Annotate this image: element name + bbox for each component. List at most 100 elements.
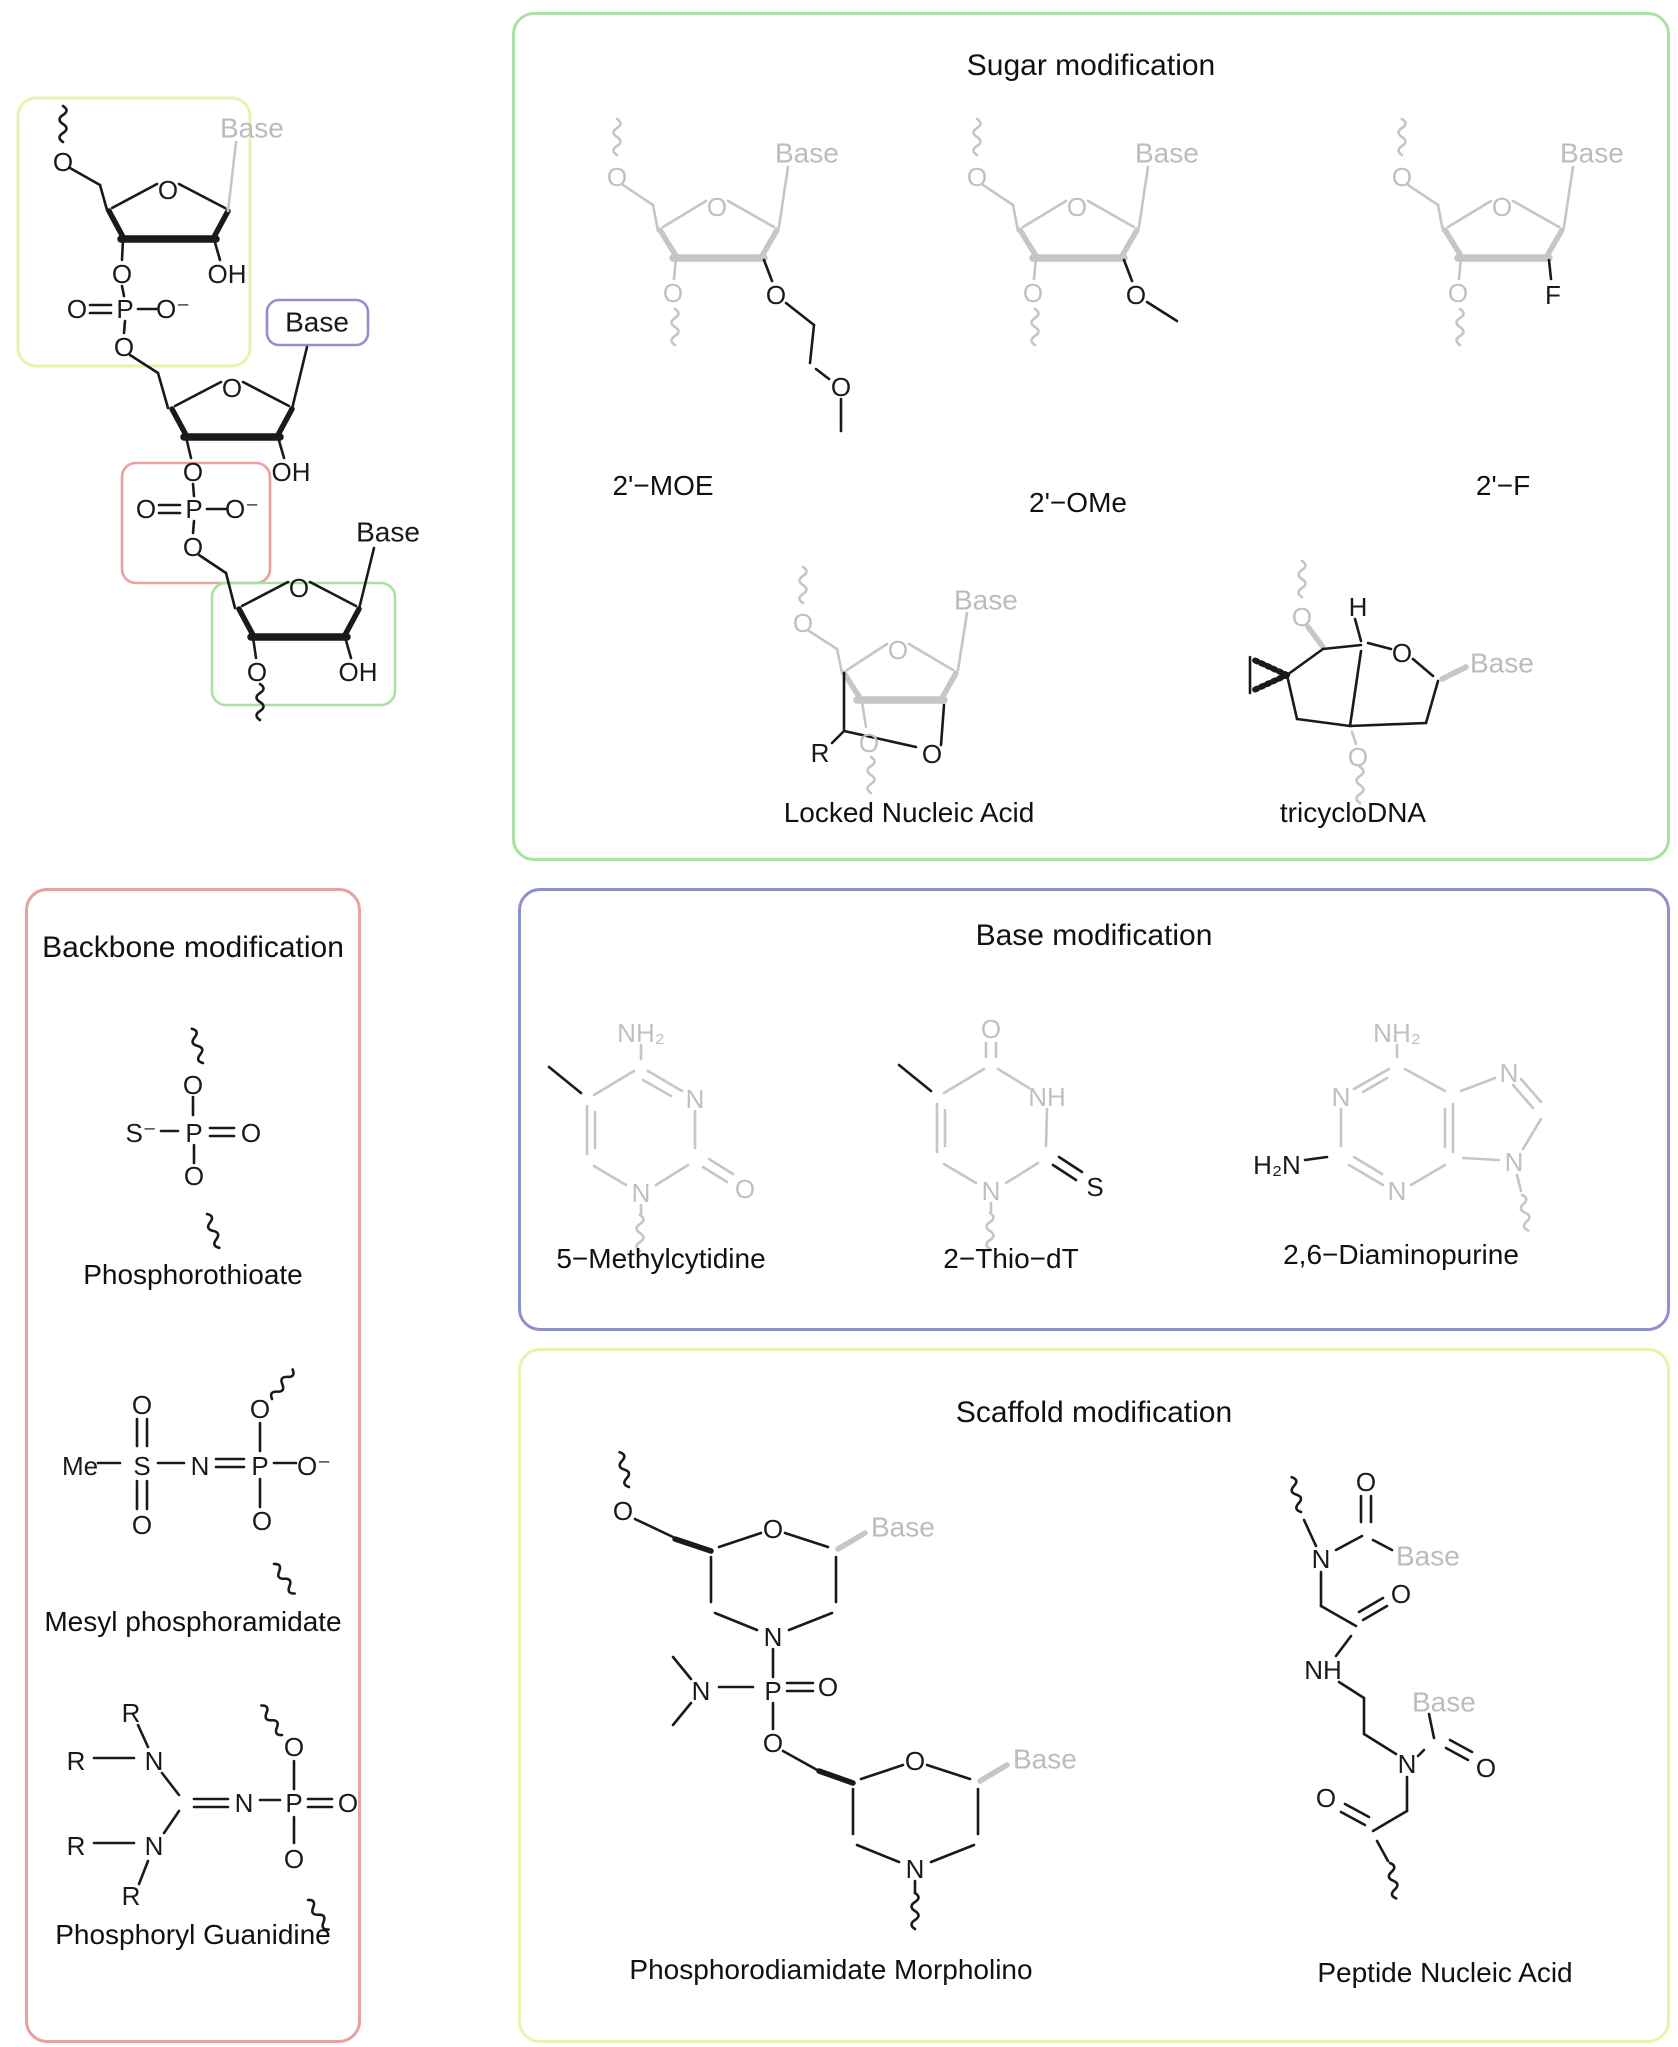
atom-R: R [67,1831,86,1861]
structure-2-ome: O O Base O O [967,117,1199,347]
label-5-methylcytidine: 5−Methylcytidine [556,1243,766,1274]
bond-lines [1248,559,1469,805]
atom-O: O [818,1672,838,1702]
atom-O: O [183,1070,203,1100]
atom-O: O [158,175,178,205]
bond-lines [897,1041,1084,1251]
atom-O: O [1316,1783,1336,1813]
atom-N: N [1332,1082,1351,1112]
label-lna: Locked Nucleic Acid [783,797,1035,828]
atom-O: O [338,1788,358,1818]
atom-N: N [191,1451,210,1481]
base-label-highlighted: Base [285,307,349,338]
atom-N: N [1312,1544,1331,1574]
atom-P: P [185,1118,202,1148]
atom-O: O [247,657,267,687]
label-phosphorothioate: Phosphorothioate [83,1259,303,1290]
atom-N: N [1505,1147,1524,1177]
atom-O: O [284,1844,304,1874]
atom-R: R [811,738,830,768]
atom-O: O [1476,1753,1496,1783]
base-label: Base [1470,648,1534,679]
base-label: Base [1013,1744,1077,1775]
bond-lines [972,117,1179,347]
bond-lines [612,117,843,433]
atom-O: O [252,1506,272,1536]
atom-N: N [632,1178,651,1208]
backbone-modification-panel: Backbone modification O S⁻ P O O Phospho… [25,888,361,2043]
atom-O: O [112,259,132,289]
bond-lines [798,565,969,795]
atom-O: O [1126,280,1146,310]
atom-O: O [859,728,879,758]
atom-O: O [136,494,156,524]
atom-O: O [289,573,309,603]
atom-N: N [906,1854,925,1884]
atom-N: N [235,1788,254,1818]
scaffold-panel-title: Scaffold modification [955,1396,1233,1429]
sugar-modification-panel: Sugar modification O O Base O O O 2'−MOE [512,12,1670,861]
atom-O: O [183,532,203,562]
reference-oligonucleotide-structure: O O Base O OH O P O⁻ O O Base O OH O P O… [16,96,420,722]
atom-O-minus: O⁻ [225,494,259,524]
atom-O: O [613,1496,633,1526]
bond-lines [1287,1475,1474,1901]
atom-OH: OH [272,457,311,487]
label-2-6-diaminopurine: 2,6−Diaminopurine [1283,1239,1519,1270]
structure-2-moe: O O Base O O O [607,117,851,433]
atom-O: O [922,739,942,769]
atom-O: O [53,147,73,177]
atom-O: O [1067,192,1087,222]
scaffold-highlight-rect [16,96,252,368]
atom-NH2: NH₂ [1373,1018,1421,1048]
base-highlight-rect [265,298,370,347]
atom-O: O [284,1732,304,1762]
atom-R: R [122,1881,141,1911]
backbone-panel-title: Backbone modification [42,931,344,964]
atom-O: O [183,457,203,487]
atom-O: O [888,635,908,665]
label-2-f: 2'−F [1475,470,1531,501]
bond-lines [159,1026,236,1251]
atom-O: O [831,372,851,402]
base-label: Base [1135,138,1199,169]
atom-O: O [250,1394,270,1424]
structure-2-thio-dt: O NH N S [897,1014,1104,1251]
atom-O: O [707,192,727,222]
base-label: Base [954,585,1018,616]
bond-lines [96,1366,299,1597]
backbone-highlight-rect [120,461,272,585]
structure-2-f: O O Base O F [1392,117,1624,347]
atom-NH: NH [1304,1655,1342,1685]
label-tricyclodna: tricycloDNA [1279,797,1427,828]
structure-lna: O O Base O R O [793,565,1018,795]
base-panel-title: Base modification [975,919,1213,952]
structure-5-methylcytidine: NH₂ N N O [547,1018,755,1253]
atom-O: O [1448,278,1468,308]
atom-P: P [116,294,133,324]
atom-P: P [185,494,202,524]
atom-O: O [1023,278,1043,308]
atom-O-minus: O⁻ [297,1451,331,1481]
atom-O: O [763,1514,783,1544]
sugar-highlight-rect [210,581,397,707]
label-pmo: Phosphorodiamidate Morpholino [629,1954,1033,1985]
base-label: Base [1412,1687,1476,1718]
atom-O: O [67,294,87,324]
atom-S-minus: S⁻ [125,1118,156,1148]
atom-OH: OH [208,259,247,289]
highlight-regions [16,96,397,707]
structure-pna: N O Base O NH N Base O O [1287,1467,1496,1901]
atom-O: O [1492,192,1512,222]
label-2-thio-dt: 2−Thio−dT [943,1243,1079,1274]
base-label: Base [871,1512,935,1543]
atom-N: N [686,1084,705,1114]
base-label: Base [1396,1541,1460,1572]
structure-mesyl-phosphoramidate: Me O S O N P O⁻ O O [62,1366,331,1597]
structure-phosphoryl-guanidine: R R N R N R N P O O O [67,1698,358,1933]
atom-O-minus: O⁻ [156,294,190,324]
atom-N: N [145,1746,164,1776]
atom-P: P [285,1788,302,1818]
atom-O: O [114,332,134,362]
